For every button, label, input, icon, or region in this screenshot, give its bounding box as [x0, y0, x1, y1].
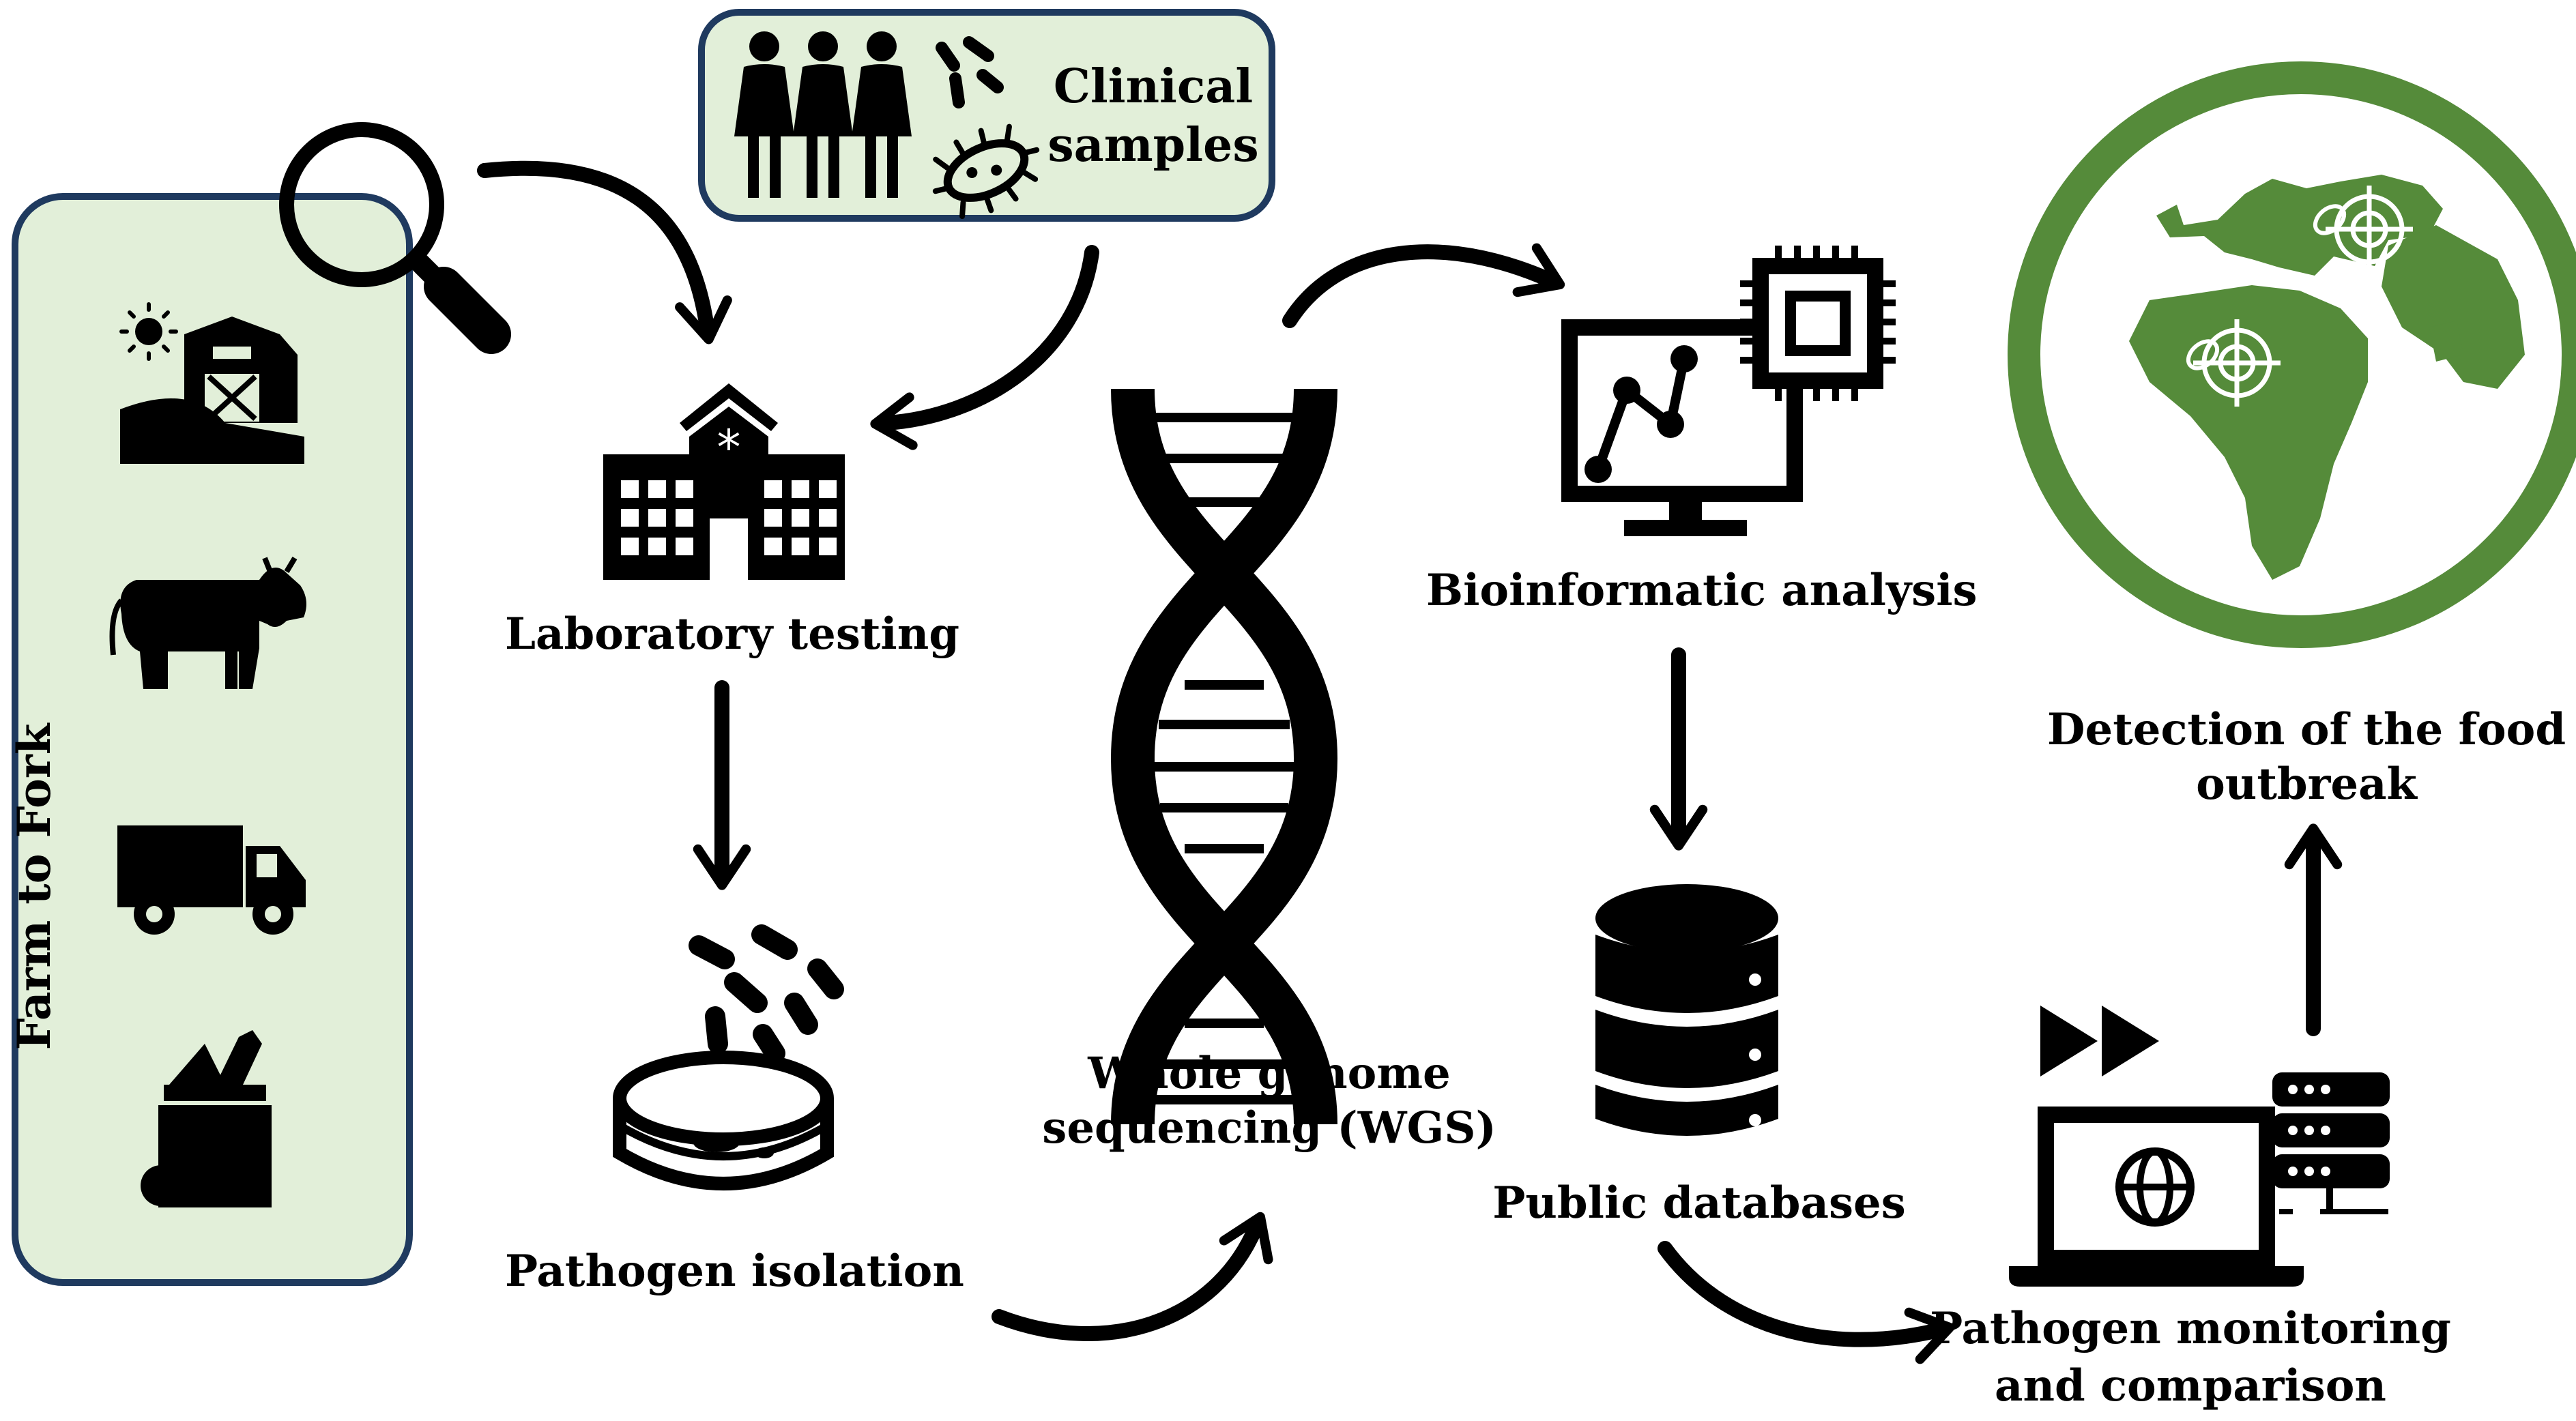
public-databases-label: Public databases: [1492, 1177, 1906, 1229]
farm-to-fork-panel: [12, 193, 413, 1286]
hospital-icon: *: [603, 383, 845, 580]
globe-icon: [2008, 61, 2576, 648]
microbe-icon: [932, 123, 1040, 220]
clinical-samples-label: Clinical samples: [1047, 59, 1259, 173]
computer-analysis-icon: [1561, 246, 1896, 536]
bioinformatic-analysis-label: Bioinformatic analysis: [1426, 565, 1978, 616]
petri-dish-icon: [613, 924, 844, 1190]
grocery-bag-icon: [141, 1030, 272, 1207]
arrow-wgs-to-bioinfo: [1282, 243, 1565, 328]
arrow-magnifier-to-lab: [477, 160, 732, 345]
cow-icon: [109, 556, 306, 689]
pathogen-monitoring-label: Pathogen monitoring and comparison: [1930, 1303, 2451, 1411]
database-icon: [1595, 884, 1778, 1136]
clinical-samples-box: [698, 9, 1275, 222]
arrows: [477, 160, 2343, 1364]
bacteria-rods-icon: [936, 36, 1004, 108]
barn-icon: [119, 302, 304, 464]
arrow-db-to-monitoring: [1658, 1241, 1955, 1364]
wgs-label: Whole genome sequencing (WGS): [1042, 1048, 1496, 1154]
laptop-server-icon: [2009, 1006, 2390, 1287]
pathogen-isolation-label: Pathogen isolation: [505, 1246, 964, 1297]
laboratory-testing-label: Laboratory testing: [505, 609, 959, 660]
people-icon: [734, 31, 912, 198]
magnifier-icon: [279, 122, 511, 354]
arrow-clinical-to-lab: [870, 245, 1099, 450]
arrow-isolation-to-wgs: [992, 1212, 1273, 1341]
dna-helix-icon: [1110, 388, 1338, 1125]
detection-outbreak-label: Detection of the food outbreak: [2047, 704, 2566, 810]
truck-icon: [117, 825, 306, 935]
